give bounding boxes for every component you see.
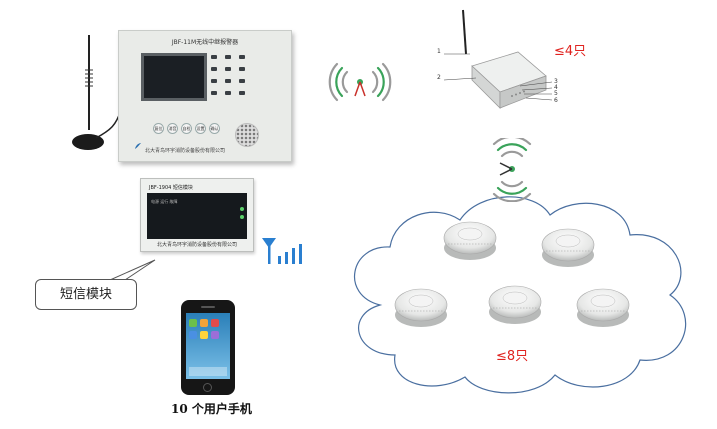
- phone-screen: [186, 313, 230, 379]
- sms-module-callout: 短信模块: [35, 279, 137, 310]
- detector-count-label: ≤8只: [496, 349, 529, 364]
- phone-caption: 10 个用户手机: [171, 402, 252, 416]
- repeater-callout-1: 1: [437, 48, 441, 55]
- sms-module-status: 电源 运行 故障: [151, 199, 178, 204]
- controller-company: 北大青鸟环宇消防设备股份有限公司: [145, 148, 226, 154]
- status-led: [240, 207, 244, 211]
- wireless-signal-icon: [492, 138, 532, 202]
- repeater-callout-5: 5: [554, 90, 558, 97]
- sms-module-panel: 电源 运行 故障: [147, 193, 247, 239]
- phone-speaker: [201, 306, 215, 308]
- button-confirm[interactable]: 确认: [209, 123, 220, 134]
- speaker-grille-icon: [235, 123, 259, 147]
- status-led: [240, 215, 244, 219]
- controller-screen: [141, 53, 207, 101]
- repeater-callout-2: 2: [437, 74, 441, 81]
- repeater-callout-6: 6: [554, 97, 558, 104]
- button-setup[interactable]: 设置: [195, 123, 206, 134]
- repeater-callout-3: 3: [554, 78, 558, 85]
- sms-module-device: JBF-1904 短信模块 电源 运行 故障 北大青鸟环宇消防设备股份有限公司: [140, 178, 254, 252]
- wireless-signal-icon: [328, 62, 392, 102]
- repeater-callout-lines: [443, 53, 553, 101]
- button-mute[interactable]: 消音: [167, 123, 178, 134]
- wireless-controller: JBF-11M无线中继报警器 复位 消音 自检 设置 确认 北大青鸟环宇消防设备…: [118, 30, 292, 162]
- repeater-callout-4: 4: [554, 84, 558, 91]
- smoke-detector: [488, 285, 542, 324]
- wireless-repeater: [471, 51, 547, 109]
- home-button: [203, 383, 212, 392]
- sms-module-title: JBF-1904 短信模块: [149, 185, 193, 191]
- callout-pointer: [109, 259, 156, 281]
- button-reset[interactable]: 复位: [153, 123, 164, 134]
- controller-antenna: [72, 35, 122, 150]
- company-logo: [135, 143, 141, 149]
- cellular-signal-icon: [262, 238, 302, 264]
- repeater-count-label: ≤4只: [554, 44, 587, 59]
- detector-cloud: [353, 196, 687, 394]
- controller-title: JBF-11M无线中继报警器: [171, 39, 239, 46]
- smoke-detector: [541, 228, 595, 267]
- indicator-grid: [211, 55, 251, 105]
- mobile-phone: [181, 300, 235, 395]
- controller-buttons: 复位 消音 自检 设置 确认: [153, 123, 233, 137]
- smoke-detector: [576, 288, 630, 327]
- smoke-detector: [394, 288, 448, 327]
- repeater-antenna: [462, 9, 467, 55]
- button-selftest[interactable]: 自检: [181, 123, 192, 134]
- smoke-detector: [443, 221, 497, 260]
- sms-module-company: 北大青鸟环宇消防设备股份有限公司: [156, 242, 237, 248]
